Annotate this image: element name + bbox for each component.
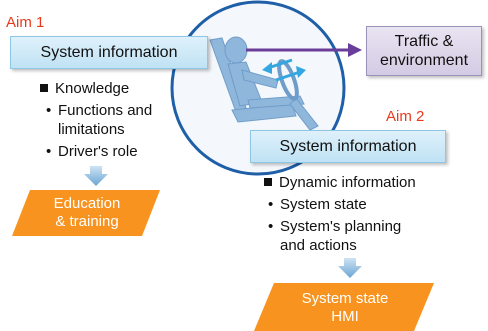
traffic-environment-box: Traffic & environment — [366, 26, 482, 76]
aim1-item2-label: Driver's role — [58, 143, 138, 160]
aim2-label: Aim 2 — [386, 108, 425, 125]
aim2-item1-label: System state — [280, 196, 367, 213]
education-parallelogram — [12, 190, 160, 236]
education-output: Education & training — [24, 191, 150, 235]
bullet-icon: • — [46, 102, 52, 119]
hmi-line2: HMI — [331, 308, 359, 325]
aim1-item1-line2: limitations — [58, 121, 125, 138]
aim2-dynamic: Dynamic information — [264, 174, 416, 192]
education-line1: Education — [53, 195, 121, 212]
knowledge-label: Knowledge — [55, 80, 130, 97]
aim2-down-arrow — [338, 258, 362, 278]
aim2-item1: • System state — [268, 196, 367, 214]
education-line2: & training — [55, 213, 119, 230]
aim1-label: Aim 1 — [6, 14, 45, 31]
aim1-item1-line1: Functions and — [58, 102, 153, 119]
aim2-item2: • System's planning — [268, 218, 401, 236]
bullet-icon: • — [268, 196, 274, 213]
driver-figure — [209, 36, 319, 131]
aim1-knowledge: Knowledge — [40, 80, 129, 98]
aim2-item2-line2: and actions — [280, 237, 357, 254]
aim1-down-arrow — [84, 166, 108, 186]
gaze-arrow — [246, 43, 362, 57]
dynamic-label: Dynamic information — [279, 174, 416, 191]
aim1-item2: • Driver's role — [46, 143, 138, 161]
aim1-item1: • Functions and — [46, 102, 152, 120]
aim1-system-info-box: System information — [10, 36, 208, 69]
aim2-system-info-box: System information — [250, 130, 446, 163]
bullet-icon: • — [46, 143, 52, 160]
traffic-line2: environment — [379, 52, 469, 69]
square-bullet-icon — [40, 84, 48, 92]
bullet-icon: • — [268, 218, 274, 235]
aim2-item2-line1: System's planning — [280, 218, 402, 235]
interaction-arrows — [262, 58, 306, 82]
square-bullet-icon — [264, 178, 272, 186]
hmi-parallelogram — [254, 283, 434, 331]
hmi-line1: System state — [301, 290, 389, 307]
traffic-line1: Traffic & — [394, 33, 454, 50]
hmi-output: System state HMI — [270, 286, 420, 330]
